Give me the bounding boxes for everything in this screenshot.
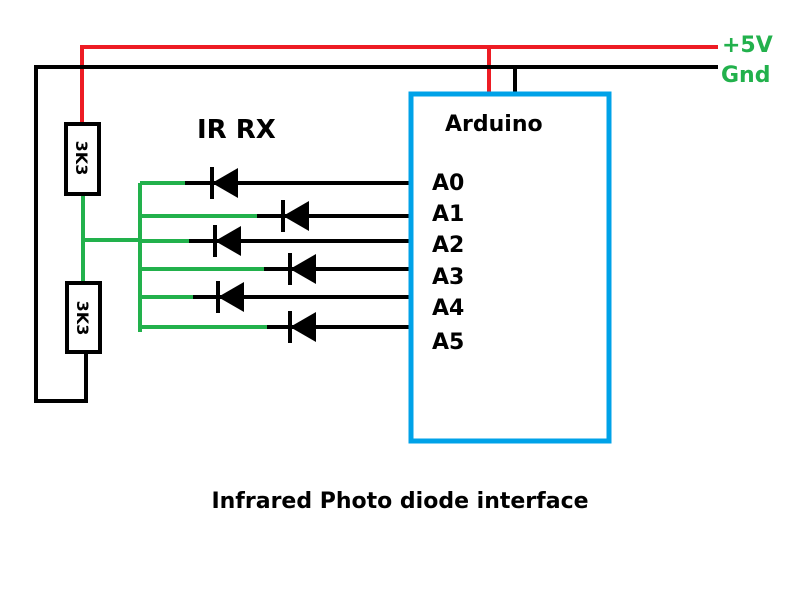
arduino-board — [408, 91, 612, 444]
resistor-top: 3K3 — [64, 122, 101, 196]
photodiode-icon — [212, 168, 238, 198]
gnd-wire — [34, 65, 718, 403]
diode-row — [140, 200, 409, 232]
pin-label: A5 — [432, 330, 464, 355]
diagram-title: Infrared Photo diode interface — [211, 489, 588, 514]
resistor-bottom-label: 3K3 — [73, 301, 92, 336]
resistor-bottom: 3K3 — [65, 281, 102, 354]
photodiode-icon — [215, 226, 241, 256]
photodiode-icon — [290, 312, 316, 342]
vcc-label: +5V — [722, 33, 773, 58]
photodiode-icon — [283, 201, 309, 231]
section-label: IR RX — [197, 115, 276, 145]
diode-row — [140, 253, 409, 285]
vcc-wire — [80, 45, 718, 125]
arduino-label: Arduino — [445, 112, 543, 137]
pin-label: A3 — [432, 265, 464, 290]
diode-row — [140, 311, 409, 343]
gnd-label: Gnd — [721, 63, 770, 88]
pin-label: A1 — [432, 202, 464, 227]
photodiode-icon — [290, 254, 316, 284]
pin-label: A4 — [432, 296, 464, 321]
photodiode-icon — [218, 282, 244, 312]
pin-label: A2 — [432, 233, 464, 258]
pin-label: A0 — [432, 171, 464, 196]
diode-row — [140, 281, 409, 313]
diode-row — [140, 167, 409, 199]
diode-row — [140, 225, 409, 257]
diode-rows — [140, 167, 409, 343]
resistor-top-label: 3K3 — [72, 141, 91, 176]
